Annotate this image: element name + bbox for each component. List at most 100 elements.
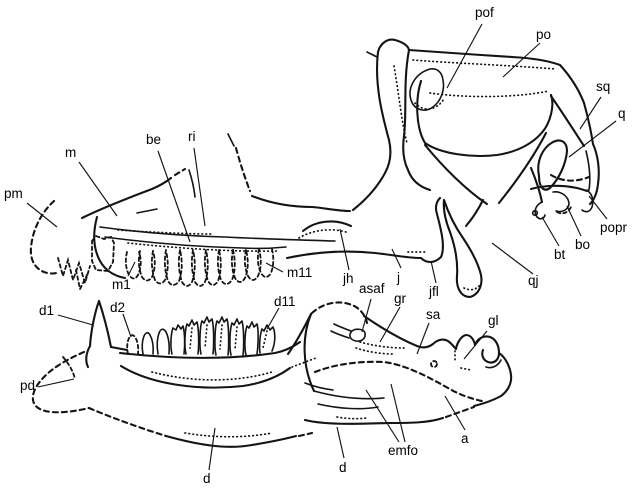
lower-tooth — [200, 317, 214, 354]
leader-d-anterior — [209, 428, 215, 470]
tooth-striation — [263, 331, 267, 348]
upper-tooth — [126, 252, 141, 279]
leader-sq — [580, 97, 601, 129]
squamosal-bar-inner — [551, 96, 584, 146]
upper-tooth — [205, 250, 221, 285]
leader-jh — [340, 229, 349, 270]
leader-pof — [447, 24, 482, 88]
occiput-dashed-arc — [551, 175, 589, 181]
maxilla-ridge-upper — [100, 227, 335, 241]
lower-tooth — [171, 325, 185, 354]
label-m11: m11 — [287, 265, 313, 280]
squamosal-descending-front — [425, 145, 487, 204]
premaxilla-maxilla-contact — [92, 236, 114, 271]
upper-tooth — [245, 250, 261, 280]
maxilla-dotted-row-2 — [128, 243, 278, 251]
label-sa: sa — [426, 307, 441, 322]
maxilla-ridge-lower — [105, 237, 286, 248]
tooth-striation — [205, 325, 207, 348]
squamosal-descending-rear — [499, 133, 546, 203]
lower-tooth — [215, 317, 229, 355]
postorbital-bar-left-edge — [353, 52, 390, 210]
mandibular-fossa-ridge-3 — [318, 404, 378, 409]
predentary-inner — [63, 357, 75, 379]
leader-bo — [567, 206, 581, 236]
upper-tooth — [152, 251, 168, 284]
jugal-horn-dotted — [299, 230, 349, 238]
premaxilla-teeth — [58, 258, 90, 283]
upper-tooth — [139, 251, 155, 281]
skull-roof-peak — [378, 40, 409, 52]
groove-dotted-1 — [360, 342, 404, 348]
leader-sa — [417, 323, 429, 354]
squamosal-bar-outer — [584, 103, 593, 144]
lower-tooth — [230, 319, 244, 355]
alveolar-margin — [111, 347, 127, 350]
groove-dotted-2 — [356, 348, 394, 354]
leader-jfl — [431, 261, 436, 283]
label-d2: d2 — [110, 300, 126, 315]
upper-skull — [31, 40, 599, 297]
maxilla-dotted-row-1 — [118, 230, 212, 234]
label-q: q — [618, 106, 626, 121]
mandibular-fossa-ridge-1 — [305, 383, 333, 390]
surangular-foramen — [350, 329, 365, 341]
upper-tooth — [258, 249, 273, 277]
label-gl: gl — [488, 313, 499, 328]
mandibular-fossa-dotted — [337, 417, 367, 419]
lower-tooth-row — [127, 317, 275, 355]
quadrate-ramus — [531, 168, 542, 202]
leader-lines — [27, 24, 616, 470]
predentary-outline — [33, 352, 89, 412]
maxilla-tick — [137, 209, 157, 213]
anterior-tooth-dashed — [76, 270, 88, 289]
leader-m — [79, 162, 117, 216]
label-sq: sq — [596, 79, 611, 94]
chin-front-edge — [86, 346, 90, 367]
lower-tooth-d2 — [127, 335, 138, 354]
leader-emfo-2 — [391, 384, 405, 442]
label-d-posterior: d — [339, 460, 347, 475]
orbit-rim — [252, 196, 350, 211]
occiput-top-edge — [531, 186, 587, 191]
mandibular-fossa-ridge-2 — [314, 391, 384, 399]
label-m: m — [65, 145, 77, 160]
postorbital-bar-dotted — [394, 66, 407, 143]
angular-margin-dashdot — [446, 407, 474, 417]
dentary-inner-dotted — [292, 358, 316, 367]
basal-tuber-hook — [535, 202, 545, 219]
maxilla-front-edge — [94, 217, 125, 278]
quadratojugal-rear-edge — [466, 200, 483, 226]
leader-qj — [492, 243, 533, 274]
leader-ri — [194, 148, 205, 226]
label-a: a — [461, 431, 469, 446]
dentary-gum-line — [120, 342, 300, 358]
label-qj: qj — [528, 273, 539, 288]
dentary-inner-curve — [121, 366, 290, 388]
coronoid-rise — [288, 314, 311, 354]
label-m1: m1 — [112, 277, 131, 292]
surangular-ridge-1 — [334, 324, 351, 331]
leader-bt — [542, 217, 559, 246]
label-asaf: asaf — [359, 281, 385, 296]
ventral-dotted-row — [185, 433, 272, 437]
basal-tuber-knob — [533, 211, 538, 216]
lower-tooth — [245, 322, 258, 355]
nasal-fragment — [189, 170, 195, 197]
quadratojugal-wing — [444, 200, 482, 297]
temporal-opening — [417, 81, 552, 156]
zygoma-ventral-edge — [287, 252, 421, 258]
label-ri: ri — [188, 129, 196, 144]
ventral-margin-solid — [166, 436, 296, 447]
skull-roof-top-edge — [409, 50, 584, 103]
leader-m1 — [128, 262, 135, 276]
upper-tooth — [232, 250, 248, 282]
label-jfl: jfl — [429, 284, 439, 299]
surangular-top-edge — [364, 316, 456, 349]
dentary-dotted-arc — [152, 372, 272, 380]
leader-asaf — [362, 299, 371, 332]
glenoid-dots-2 — [461, 368, 471, 370]
label-pd: pd — [20, 378, 36, 393]
